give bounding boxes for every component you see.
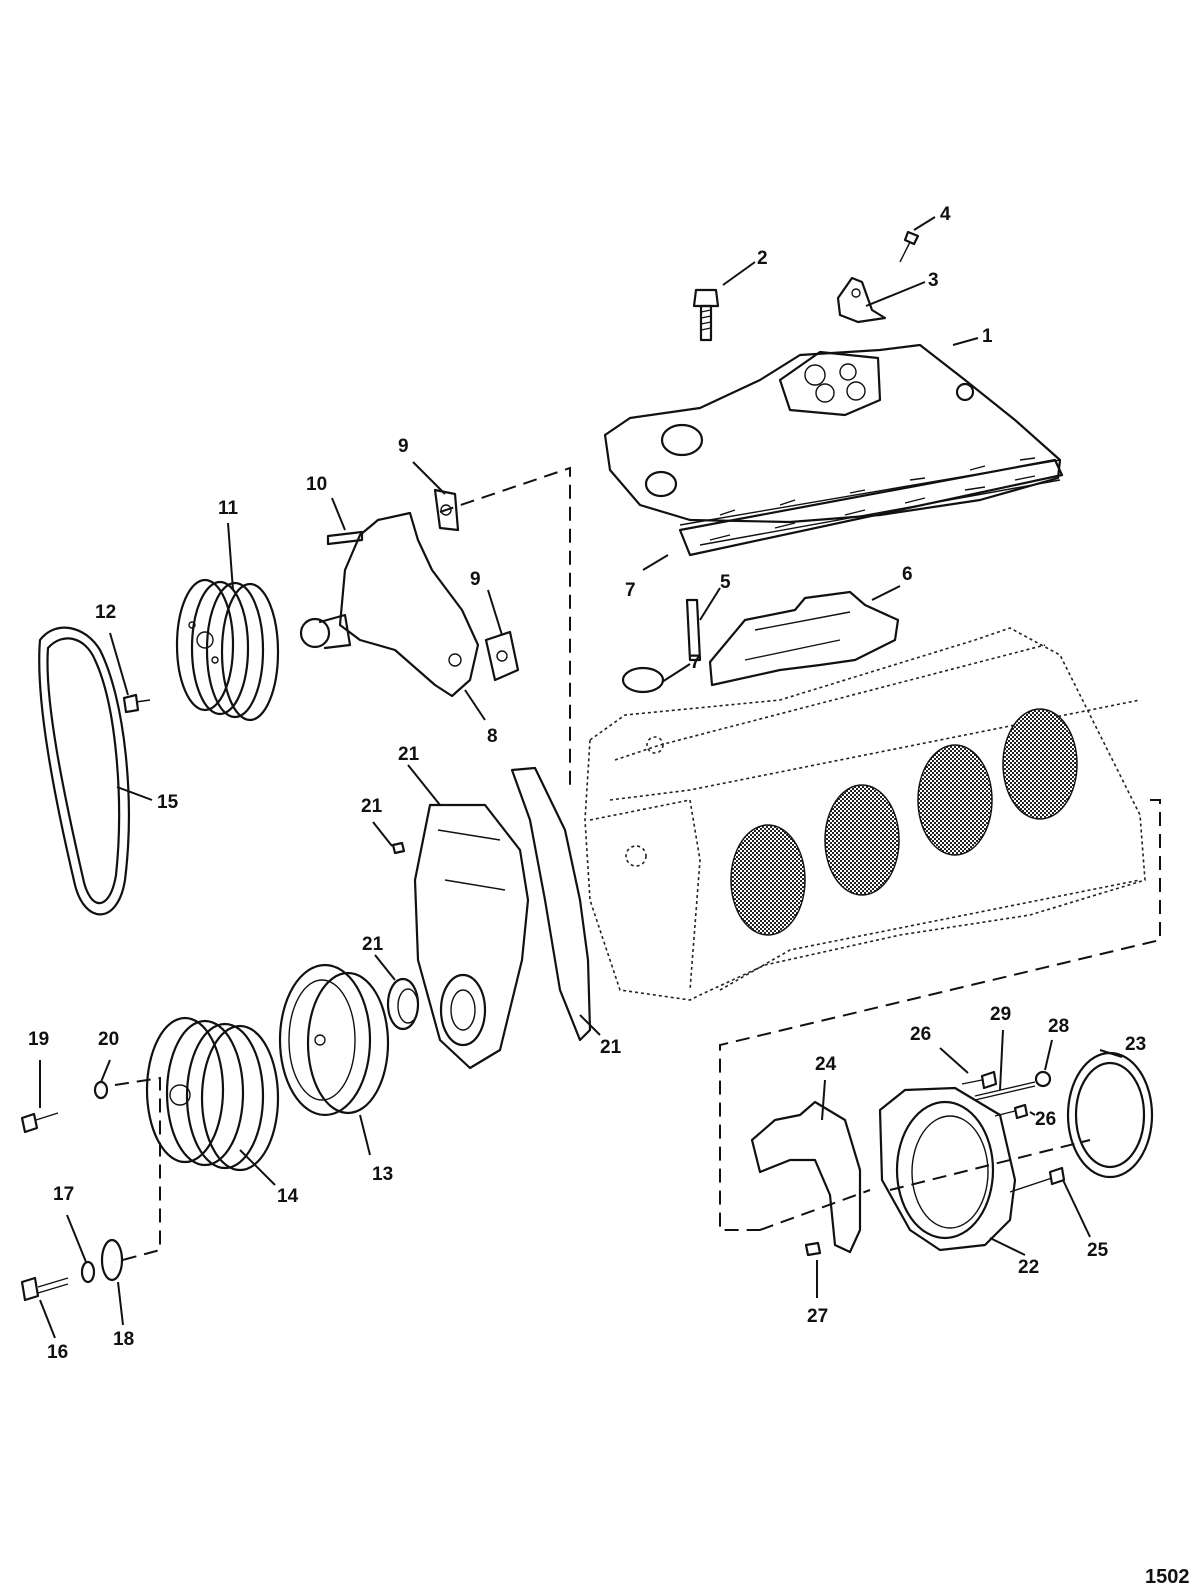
drive-belt — [38, 626, 130, 916]
rear-seal-housing — [878, 1086, 1017, 1252]
callout-21c: 21 — [362, 934, 384, 955]
crankshaft-pulley — [145, 1016, 280, 1172]
pump-gasket-lower — [484, 630, 520, 682]
pulley-screw — [20, 1112, 59, 1134]
manifold-bolt — [692, 288, 720, 342]
callout-6: 6 — [902, 564, 913, 585]
callout-21b: 21 — [361, 796, 383, 817]
water-pump — [299, 511, 480, 698]
housing-bolt-26b — [994, 1103, 1029, 1120]
callout-14: 14 — [277, 1186, 299, 1207]
callout-7a: 7 — [625, 580, 636, 601]
callout-12: 12 — [95, 602, 116, 623]
callout-13: 13 — [372, 1164, 393, 1185]
callout-27: 27 — [807, 1306, 828, 1327]
flat-washer — [100, 1238, 124, 1282]
bracket-screw — [899, 230, 920, 263]
callout-17: 17 — [53, 1184, 74, 1205]
manifold-gasket — [678, 458, 1064, 557]
crank-bolt — [20, 1276, 69, 1302]
callout-19: 19 — [28, 1029, 49, 1050]
callout-24: 24 — [815, 1054, 837, 1075]
callout-5: 5 — [720, 572, 731, 593]
valley-baffle — [708, 590, 900, 687]
callout-9a: 9 — [398, 436, 409, 457]
rear-housing-gasket — [750, 1100, 862, 1254]
callout-9b: 9 — [470, 569, 481, 590]
housing-nut — [1034, 1070, 1052, 1088]
harmonic-balancer — [278, 963, 390, 1117]
rear-main-seal — [1066, 1051, 1154, 1179]
callout-3: 3 — [928, 270, 939, 291]
callout-7b: 7 — [690, 652, 701, 673]
housing-stud-29 — [974, 1081, 1036, 1101]
engine-block — [584, 627, 1146, 1001]
front-seal — [386, 977, 420, 1031]
callout-26a: 26 — [910, 1024, 931, 1045]
pulley-washer — [93, 1080, 109, 1100]
callout-25: 25 — [1087, 1240, 1109, 1261]
stud — [685, 598, 702, 662]
callout-20: 20 — [98, 1029, 119, 1050]
callout-22: 22 — [1018, 1257, 1039, 1278]
callout-labels: 1 2 3 4 5 6 7 7 8 9 9 10 11 12 13 14 15 … — [28, 204, 1146, 1363]
pulley-bolt — [122, 693, 151, 714]
bracket — [836, 276, 887, 324]
callout-1: 1 — [982, 326, 993, 347]
callout-28: 28 — [1048, 1016, 1069, 1037]
callout-16: 16 — [47, 1342, 68, 1363]
callout-8: 8 — [487, 726, 498, 747]
callout-21a: 21 — [398, 744, 420, 765]
callout-2: 2 — [757, 248, 768, 269]
assembly-lines — [114, 466, 1161, 1263]
timing-cover — [413, 803, 530, 1070]
callout-18: 18 — [113, 1329, 134, 1350]
housing-bolt-26a — [961, 1070, 998, 1090]
callout-11: 11 — [218, 498, 239, 519]
callout-21d: 21 — [600, 1037, 622, 1058]
callout-10: 10 — [306, 474, 327, 495]
timing-cover-gasket — [510, 766, 592, 1042]
pump-pulley — [175, 578, 280, 722]
lock-washer — [80, 1260, 96, 1284]
housing-dowel — [804, 1241, 822, 1257]
dowel-pin — [391, 841, 406, 855]
callout-15: 15 — [157, 792, 179, 813]
intake-manifold — [603, 343, 1062, 546]
callout-4: 4 — [940, 204, 951, 225]
callout-29: 29 — [990, 1004, 1011, 1025]
callout-23: 23 — [1125, 1034, 1146, 1055]
o-ring — [621, 666, 665, 694]
leader-lines — [39, 216, 1123, 1339]
housing-bolt-25 — [1009, 1166, 1066, 1193]
callout-26b: 26 — [1035, 1109, 1056, 1130]
sheet-number: 1502 — [1145, 1566, 1190, 1588]
pump-bolt — [326, 530, 364, 546]
pump-gasket-upper — [433, 488, 460, 532]
